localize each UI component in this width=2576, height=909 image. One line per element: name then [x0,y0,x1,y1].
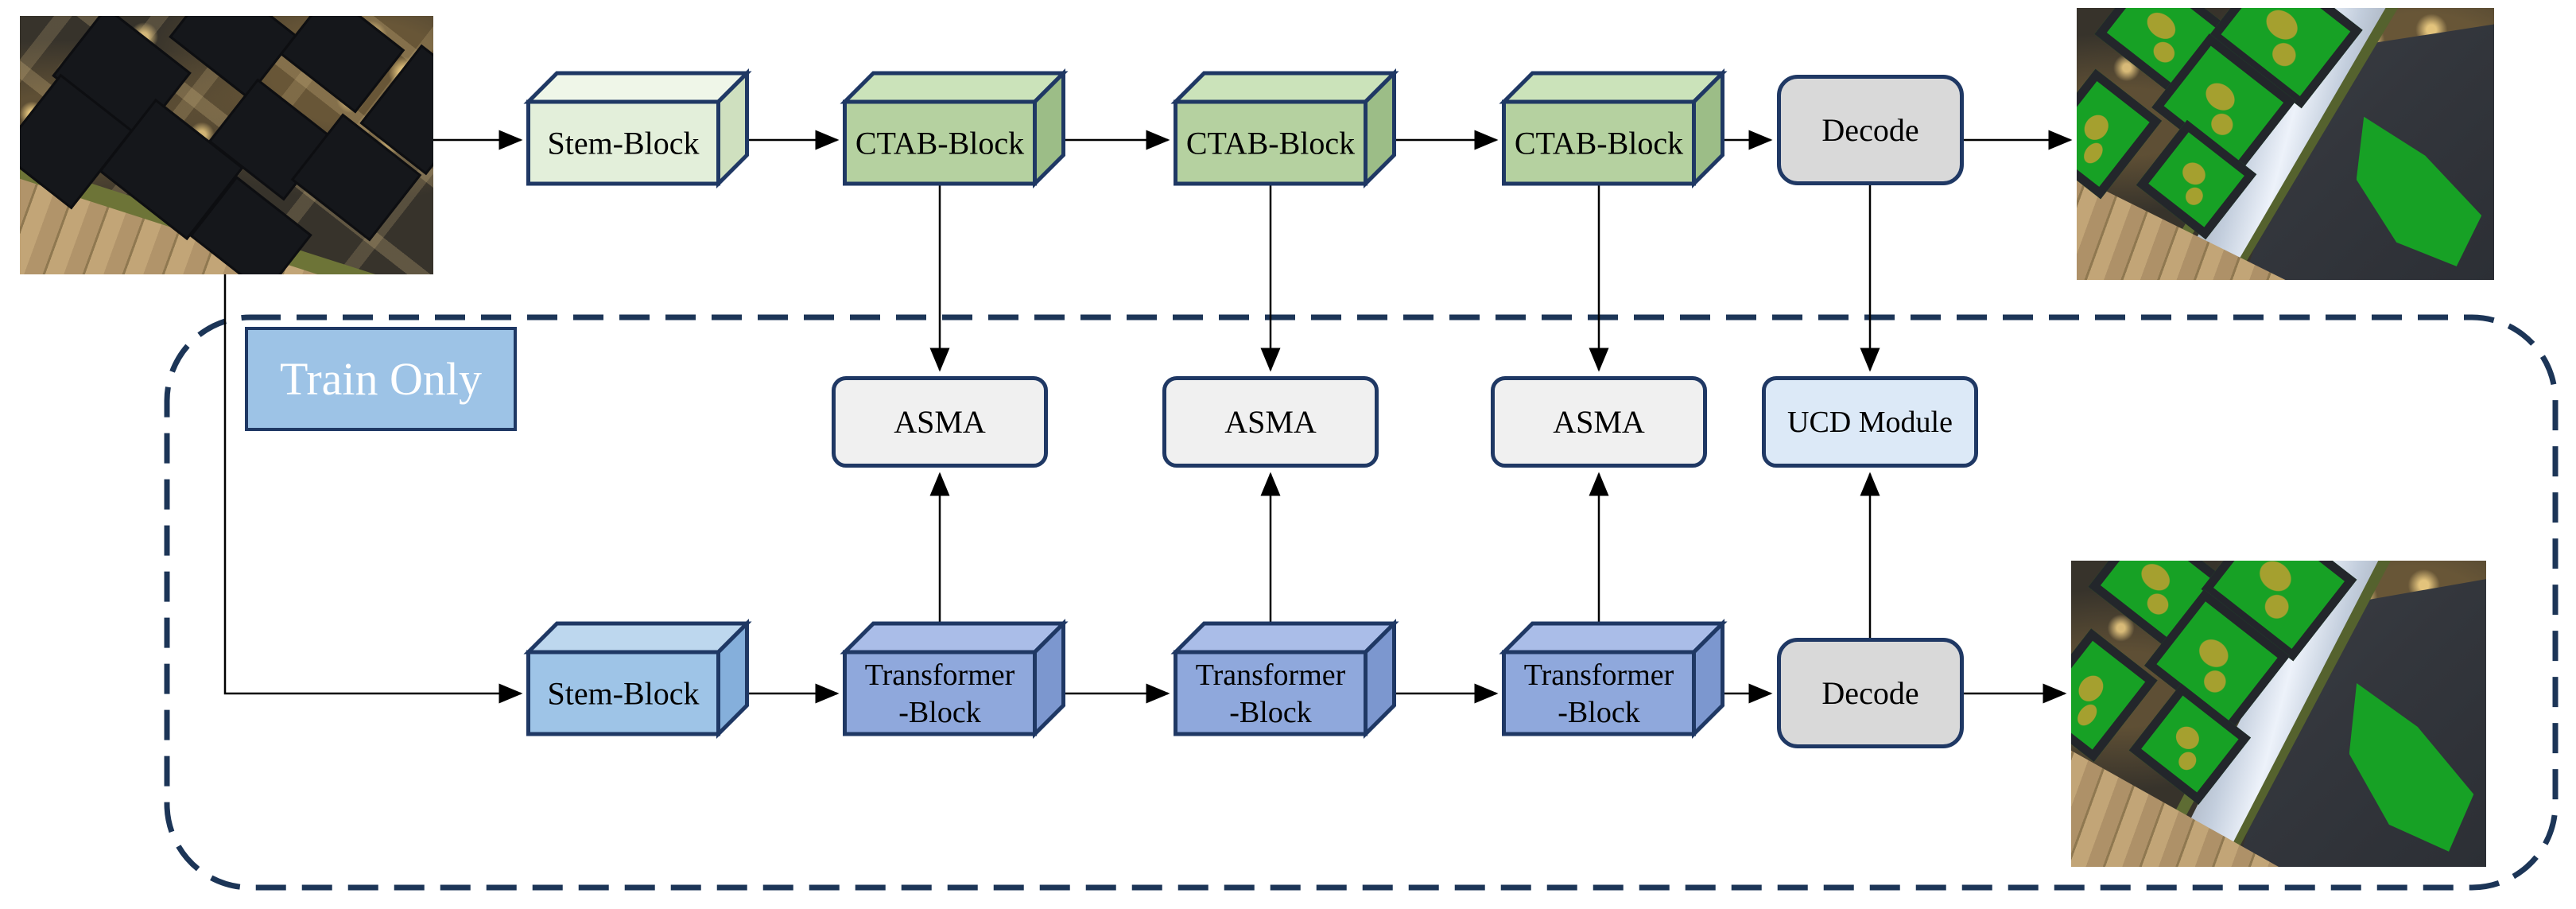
green-building-mask-large [2356,116,2482,266]
ctab-block-2-label: CTAB-Block [1186,126,1355,161]
asma-3-label: ASMA [1553,403,1645,440]
decode-top-label: Decode [1821,111,1919,148]
asma-2-label: ASMA [1224,403,1317,440]
asma-1-label: ASMA [894,403,986,440]
stem-block-top-label: Stem-Block [547,126,699,161]
green-building-mask-large [2349,683,2474,852]
ctab-block-3: CTAB-Block [1499,68,1728,189]
ctab-block-3-label: CTAB-Block [1515,126,1683,161]
transformer-1-label-line1: Transformer [865,658,1015,692]
transformer-block-2: Transformer -Block [1170,618,1399,740]
decode-bottom-label: Decode [1821,674,1919,711]
asma-block-1: ASMA [832,376,1048,468]
ucd-module-block: UCD Module [1762,376,1978,468]
ctab-block-1: CTAB-Block [840,68,1069,189]
output-segmentation-image-bottom [2071,561,2486,867]
transformer-2-label-line2: -Block [1229,696,1311,729]
asma-block-2: ASMA [1162,376,1379,468]
decode-block-top: Decode [1777,75,1964,185]
output-segmentation-image-top [2077,8,2494,280]
decode-block-bottom: Decode [1777,638,1964,748]
stem-block-bottom: Stem-Block [523,618,752,740]
arrow-input-to-stem-bottom [223,274,523,704]
input-aerial-image [20,16,433,274]
transformer-block-1: Transformer -Block [840,618,1069,740]
train-only-text: Train Only [279,353,483,405]
asma-block-3: ASMA [1491,376,1707,468]
ctab-block-1-label: CTAB-Block [855,126,1024,161]
train-only-label: Train Only [245,327,517,431]
transformer-1-label-line2: -Block [898,696,980,729]
transformer-block-3: Transformer -Block [1499,618,1728,740]
transformer-2-label-line1: Transformer [1196,658,1346,692]
stem-block-bottom-label: Stem-Block [547,676,699,712]
ucd-module-label: UCD Module [1787,405,1953,439]
ctab-block-2: CTAB-Block [1170,68,1399,189]
train-only-dashed-region [164,314,2559,891]
stem-block-top: Stem-Block [523,68,752,189]
transformer-3-label-line2: -Block [1558,696,1639,729]
transformer-3-label-line1: Transformer [1524,658,1674,692]
